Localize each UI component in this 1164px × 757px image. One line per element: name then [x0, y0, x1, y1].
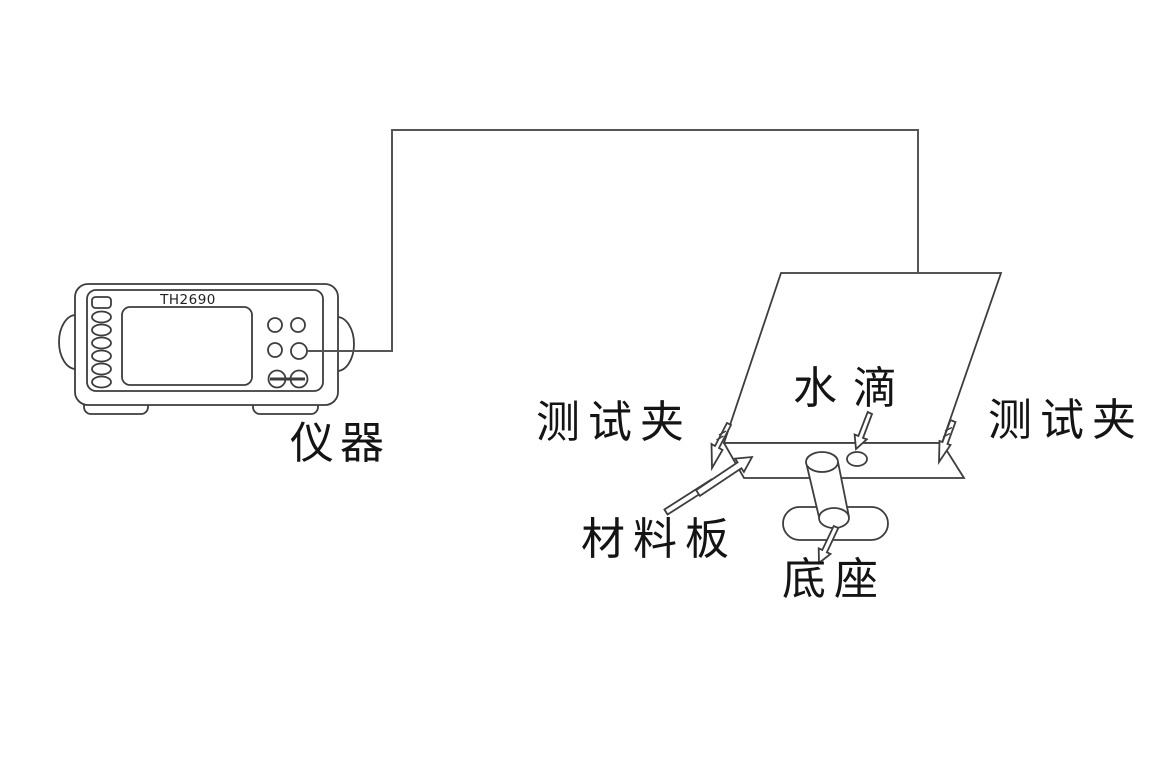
softkey-column [91, 296, 112, 389]
pillar-bottom [818, 507, 850, 529]
keypad [267, 317, 308, 360]
keypad-button [290, 342, 308, 360]
test-clip-right-shape [938, 418, 957, 466]
test-clip-left-label: 测试夹 [536, 398, 692, 447]
base-arrow [817, 524, 840, 565]
softkey-button [91, 375, 112, 389]
keypad-button [267, 342, 283, 358]
instrument-drawing [58, 283, 355, 415]
softkey-button [91, 336, 112, 350]
material-board-label: 材料板 [581, 515, 737, 564]
water-drop-label: 水滴 [793, 364, 913, 413]
material-board-drawing [710, 272, 1003, 541]
pillar-body [806, 462, 849, 517]
material-board-arrow [694, 455, 754, 498]
softkey-button [91, 296, 112, 309]
instrument-screen [121, 306, 253, 386]
pillar-side [805, 461, 820, 518]
board-surface [722, 272, 1003, 444]
base-label: 底座 [782, 555, 886, 604]
softkey-button [91, 349, 112, 363]
pillar-top [805, 451, 839, 473]
test-clip-right-label: 测试夹 [988, 396, 1144, 445]
softkey-button [91, 362, 112, 376]
softkey-button [91, 310, 112, 324]
callout-arrows [663, 410, 874, 565]
measurement-terminals [267, 369, 309, 389]
instrument-label: 仪器 [290, 419, 390, 468]
softkey-button [91, 323, 112, 337]
device-model-label: TH2690 [160, 292, 216, 308]
pillar-side [837, 461, 850, 518]
water-drop-shape [846, 451, 868, 467]
support-pillar [805, 451, 850, 529]
keypad-button [267, 317, 283, 333]
keypad-button [290, 317, 306, 333]
measurement-cable [307, 129, 919, 352]
test-clip-left-shape [710, 421, 733, 472]
water-drop-arrow [853, 410, 874, 451]
board-bottom-edge [722, 442, 966, 479]
